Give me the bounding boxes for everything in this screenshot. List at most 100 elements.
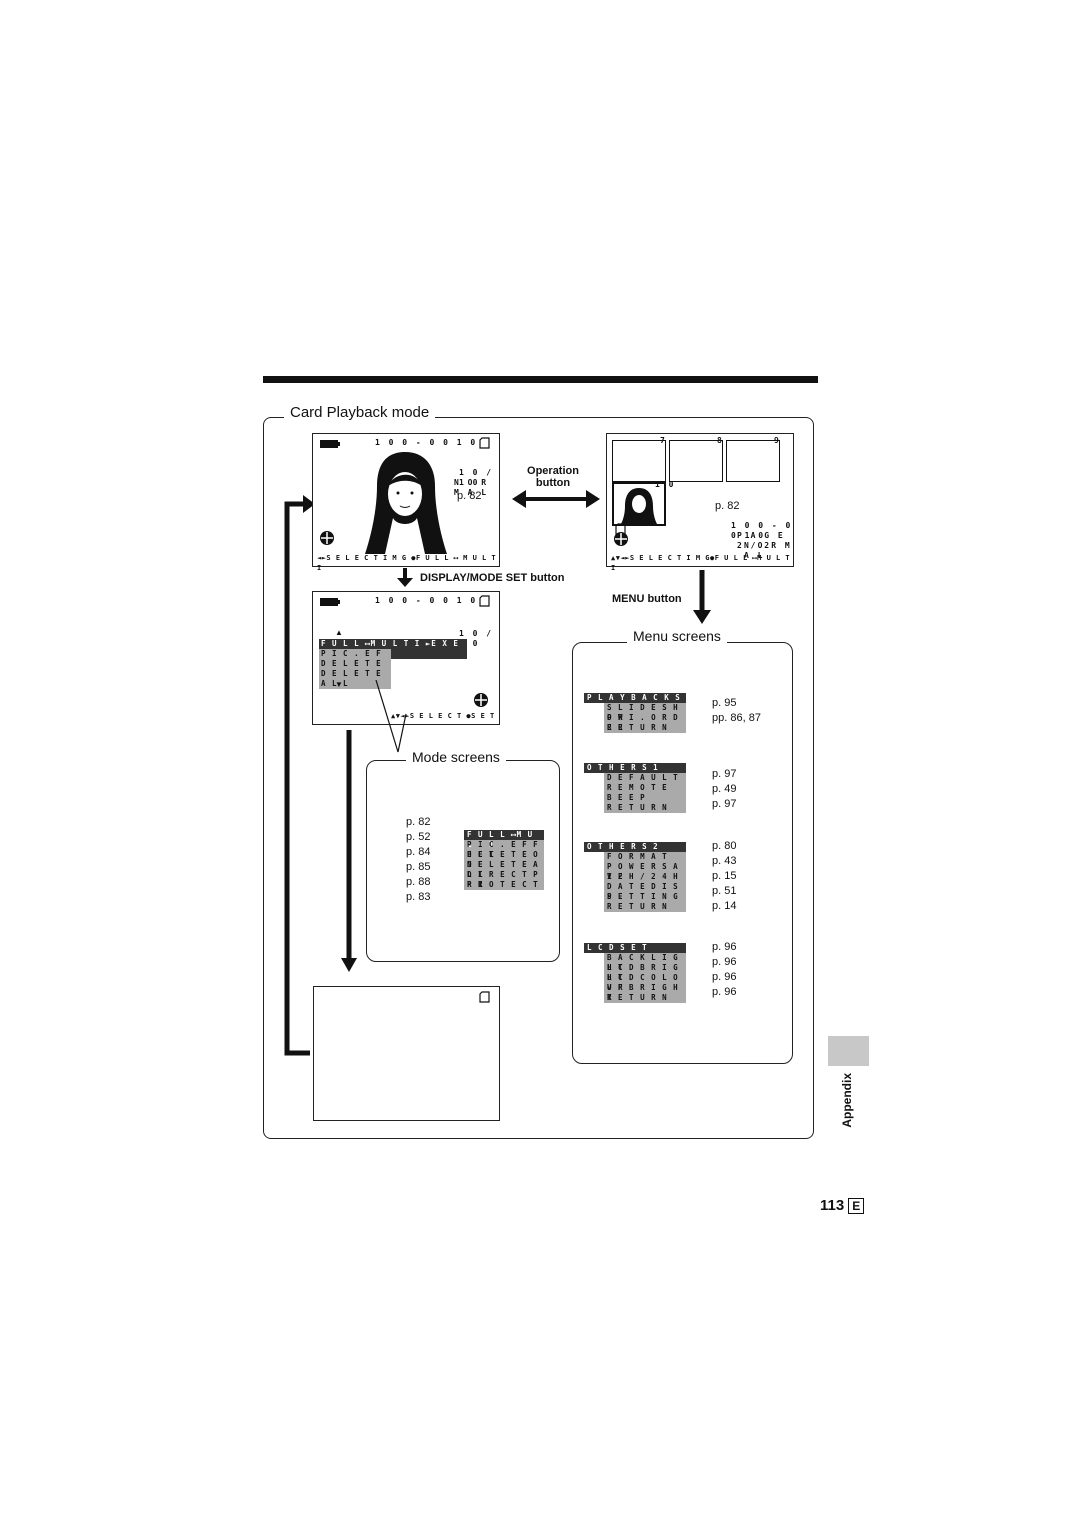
mode-image-count: 1 0 / 1 0 bbox=[459, 629, 494, 648]
operation-button-label: Operation button bbox=[527, 465, 579, 489]
display-mode-set-label: DISPLAY/MODE SET button bbox=[420, 572, 565, 584]
menu-item: S E T T I N G bbox=[607, 892, 679, 901]
menu-item: B A C K L I G H T bbox=[607, 953, 679, 972]
card-icon bbox=[479, 991, 490, 1003]
menu-item: D E F A U L T bbox=[607, 773, 679, 782]
multi-page-indicator: P A G E 2 / 2 bbox=[737, 531, 785, 550]
menu-item: B E E P bbox=[607, 793, 646, 802]
blank-screen bbox=[313, 986, 500, 1121]
menu-item: D A T E D I S P . bbox=[607, 882, 679, 901]
multi-file-number: 1 0 0 - 0 0 1 0 bbox=[731, 521, 793, 540]
file-number: 1 0 0 - 0 0 1 0 bbox=[375, 438, 478, 447]
appendix-label: Appendix bbox=[840, 1073, 854, 1128]
mode-file-number: 1 0 0 - 0 0 1 0 bbox=[375, 596, 478, 605]
mode-list-item: F U L L ⟷M U L T I bbox=[464, 830, 544, 849]
card-icon bbox=[479, 595, 490, 607]
menu-group-header: O T H E R S 2 bbox=[584, 842, 686, 852]
menu-ref: p. 96 bbox=[712, 941, 737, 953]
menu-item: F O R M A T bbox=[607, 852, 668, 861]
menu-group-header: P L A Y B A C K S E T bbox=[584, 693, 686, 712]
card-icon bbox=[479, 437, 490, 449]
menu-ref: p. 97 bbox=[712, 798, 737, 810]
menu-item: L C D B R I G H T bbox=[607, 963, 679, 982]
menu-group-header: L C D S E T bbox=[584, 943, 686, 953]
menu-refs-playback: p. 95 pp. 86, 87 bbox=[712, 696, 761, 726]
language-badge: E bbox=[848, 1198, 865, 1214]
menu-ref: p. 95 bbox=[712, 697, 737, 709]
screen-footer: ◄►S E L E C T I M G ●F U L L ⟷ M U L T I bbox=[317, 554, 497, 572]
menu-down-arrow bbox=[693, 570, 711, 624]
thumbnail-2 bbox=[669, 440, 723, 482]
full-playback-screen: 1 0 0 - 0 0 1 0 1 0 / 1 0 N O R M A L p.… bbox=[312, 433, 500, 572]
menu-item: P R I . O R D E R bbox=[607, 713, 679, 732]
mode-list-item: P I C . E F F E C T bbox=[464, 840, 544, 859]
quality-label: N O R M A L bbox=[454, 478, 489, 497]
diagram-frame bbox=[263, 417, 814, 1139]
menu-refs-others-2: p. 80 p. 43 p. 15 p. 51 p. 14 bbox=[712, 839, 736, 914]
menu-group-lcd-set: L C D S E T B A C K L I G H T L C D B R … bbox=[584, 943, 686, 1003]
section-title: Card Playback mode bbox=[284, 404, 436, 421]
portrait-thumbnail-image bbox=[621, 488, 657, 524]
battery-icon bbox=[320, 598, 340, 606]
double-arrow bbox=[512, 490, 600, 508]
down-arrow-to-blank bbox=[341, 730, 357, 972]
loop-back-arrow bbox=[284, 495, 315, 1056]
menu-ref: pp. 86, 87 bbox=[712, 712, 761, 724]
menu-item: P O W E R S A V E bbox=[607, 862, 679, 881]
mode-callout-line bbox=[375, 680, 407, 753]
menu-item: L C D C O L O U R bbox=[607, 973, 679, 992]
thumb-number-9: 9 bbox=[774, 436, 781, 445]
menu-group-playback-set: P L A Y B A C K S E T S L I D E S H O W … bbox=[584, 693, 686, 733]
side-tab bbox=[828, 1036, 869, 1066]
battery-icon bbox=[320, 440, 340, 448]
mode-ref: p. 83 bbox=[406, 891, 431, 903]
menu-ref: p. 51 bbox=[712, 885, 737, 897]
menu-item: V F B R I G H T bbox=[607, 983, 679, 1002]
mode-ref: p. 88 bbox=[406, 876, 431, 888]
down-arrow-icon bbox=[397, 568, 413, 587]
menu-item: R E T U R N bbox=[607, 902, 668, 911]
menu-item: S L I D E S H O W bbox=[607, 703, 679, 722]
menu-item: R E T U R N bbox=[607, 803, 668, 812]
menu-ref: p. 14 bbox=[712, 900, 737, 912]
page-ref: p. 82 bbox=[457, 490, 482, 502]
image-count: 1 0 / 1 0 bbox=[459, 468, 494, 487]
dpad-icon bbox=[474, 693, 488, 707]
dpad-icon bbox=[320, 531, 334, 545]
mode-refs: p. 82 p. 52 p. 84 p. 85 p. 88 p. 83 bbox=[406, 815, 430, 905]
menu-ref: p. 80 bbox=[712, 840, 737, 852]
mode-ref: p. 52 bbox=[406, 831, 431, 843]
menu-screens-title: Menu screens bbox=[627, 628, 727, 644]
selected-thumbnail bbox=[612, 482, 666, 526]
page-number: 113 bbox=[820, 1197, 845, 1214]
thumbnail-1 bbox=[612, 440, 666, 482]
mode-ref: p. 82 bbox=[406, 816, 431, 828]
menu-button-label: MENU button bbox=[612, 593, 682, 605]
mode-menu-screen: 1 0 0 - 0 0 1 0 1 0 / 1 0 ▲ F U L L ⟷M U… bbox=[312, 591, 500, 725]
mode-item-4: D E L E T E A L L bbox=[319, 669, 391, 689]
multi-playback-screen: 7 8 9 1 0 p. 82 1 0 0 - 0 0 1 0 P A G E … bbox=[606, 433, 794, 572]
menu-item: R E M O T E bbox=[607, 783, 668, 792]
menu-refs-others-1: p. 97 p. 49 p. 97 bbox=[712, 767, 736, 812]
thumb-number-7: 7 bbox=[660, 436, 667, 445]
menu-ref: p. 43 bbox=[712, 855, 737, 867]
multi-quality: N O R M A L bbox=[744, 541, 792, 560]
mode-ref: p. 85 bbox=[406, 861, 431, 873]
top-rule bbox=[263, 376, 818, 383]
menu-item: 1 2 H / 2 4 H bbox=[607, 872, 679, 881]
mode-list-item: P R O T E C T bbox=[464, 880, 544, 890]
menu-group-others-1: O T H E R S 1 D E F A U L T R E M O T E … bbox=[584, 763, 686, 813]
dpad-icon bbox=[614, 532, 628, 546]
mode-screens-list: F U L L ⟷M U L T I P I C . E F F E C T D… bbox=[464, 830, 544, 892]
menu-ref: p. 97 bbox=[712, 768, 737, 780]
menu-item: R E T U R N bbox=[607, 993, 668, 1002]
mode-screen-footer: ▲▼◄►S E L E C T ●S E T bbox=[391, 712, 495, 720]
mode-list-item: D I R E C T P R I bbox=[464, 870, 544, 889]
mode-list-item: D E L E T E O N E bbox=[464, 850, 544, 869]
menu-ref: p. 96 bbox=[712, 986, 737, 998]
menu-ref: p. 96 bbox=[712, 956, 737, 968]
multi-page-ref: p. 82 bbox=[715, 500, 740, 512]
mode-ref: p. 84 bbox=[406, 846, 431, 858]
mode-screens-title: Mode screens bbox=[406, 749, 506, 765]
